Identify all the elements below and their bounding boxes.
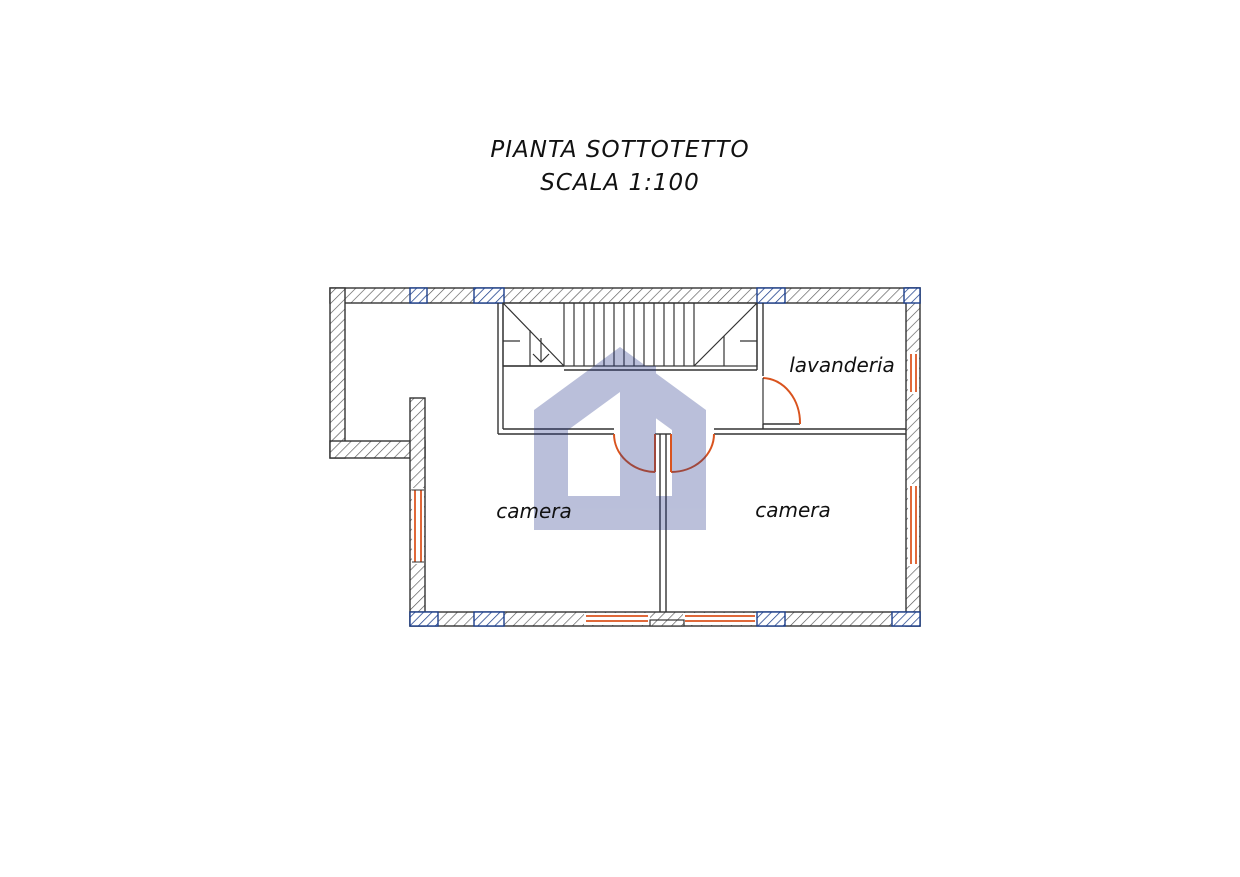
pillars: [409, 287, 921, 627]
pillar: [473, 611, 505, 627]
pillar: [756, 287, 786, 304]
room-label-lavanderia: lavanderia: [789, 353, 895, 377]
watermark-logo: [534, 347, 706, 530]
door-camera-left: [613, 433, 656, 473]
pillar: [409, 287, 428, 304]
wall-left-upper: [329, 287, 346, 459]
pillar: [409, 611, 439, 627]
drawing-title: PIANTA SOTTOTETTO: [490, 137, 750, 163]
drawing-title-block: PIANTA SOTTOTETTO SCALA 1:100: [0, 134, 1240, 200]
window-right-lower: [910, 486, 917, 564]
window-bottom-right: [685, 615, 755, 622]
pier-bottom-center: [649, 619, 685, 627]
door-lavanderia: [762, 377, 802, 425]
room-labels: lavanderia camera camera: [496, 353, 895, 523]
wall-right: [905, 287, 921, 627]
staircase: [502, 302, 758, 367]
drawing-scale: SCALA 1:100: [540, 170, 700, 196]
window-right-upper: [910, 354, 917, 392]
room-label-camera-right: camera: [755, 498, 831, 522]
pillar: [756, 611, 786, 627]
window-left: [412, 489, 424, 563]
pillar: [903, 287, 921, 304]
door-camera-right: [670, 433, 715, 473]
pillar: [473, 287, 505, 304]
doors: [613, 377, 802, 473]
pillar: [891, 611, 921, 627]
window-bottom-left: [586, 615, 648, 622]
windows: [412, 354, 917, 622]
stair-treads: [563, 303, 695, 366]
room-label-camera-left: camera: [496, 499, 572, 523]
